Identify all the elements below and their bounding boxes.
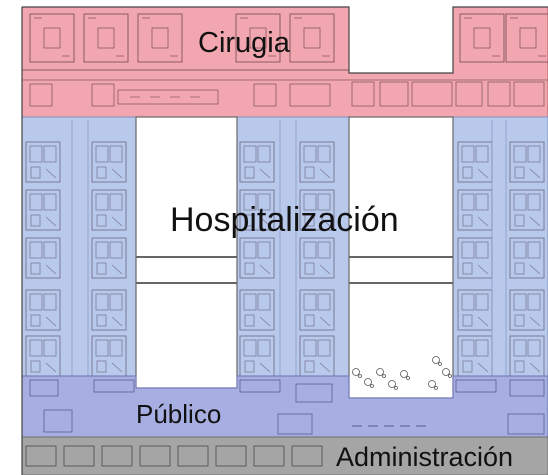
hospitalizacion-area xyxy=(21,116,548,377)
zone-administracion xyxy=(21,436,548,475)
courtyard-left xyxy=(135,116,238,389)
zone-publico xyxy=(21,375,548,438)
building-outline xyxy=(21,6,548,475)
publico-area xyxy=(21,375,548,438)
label-publico: Público xyxy=(136,399,222,429)
label-administracion: Administración xyxy=(336,442,514,472)
zone-cirugia xyxy=(21,6,548,118)
label-cirugia: Cirugia xyxy=(198,27,290,59)
administracion-area xyxy=(21,436,548,475)
label-hospitalizacion: Hospitalización xyxy=(170,201,399,239)
zone-hospitalizacion xyxy=(21,116,548,399)
